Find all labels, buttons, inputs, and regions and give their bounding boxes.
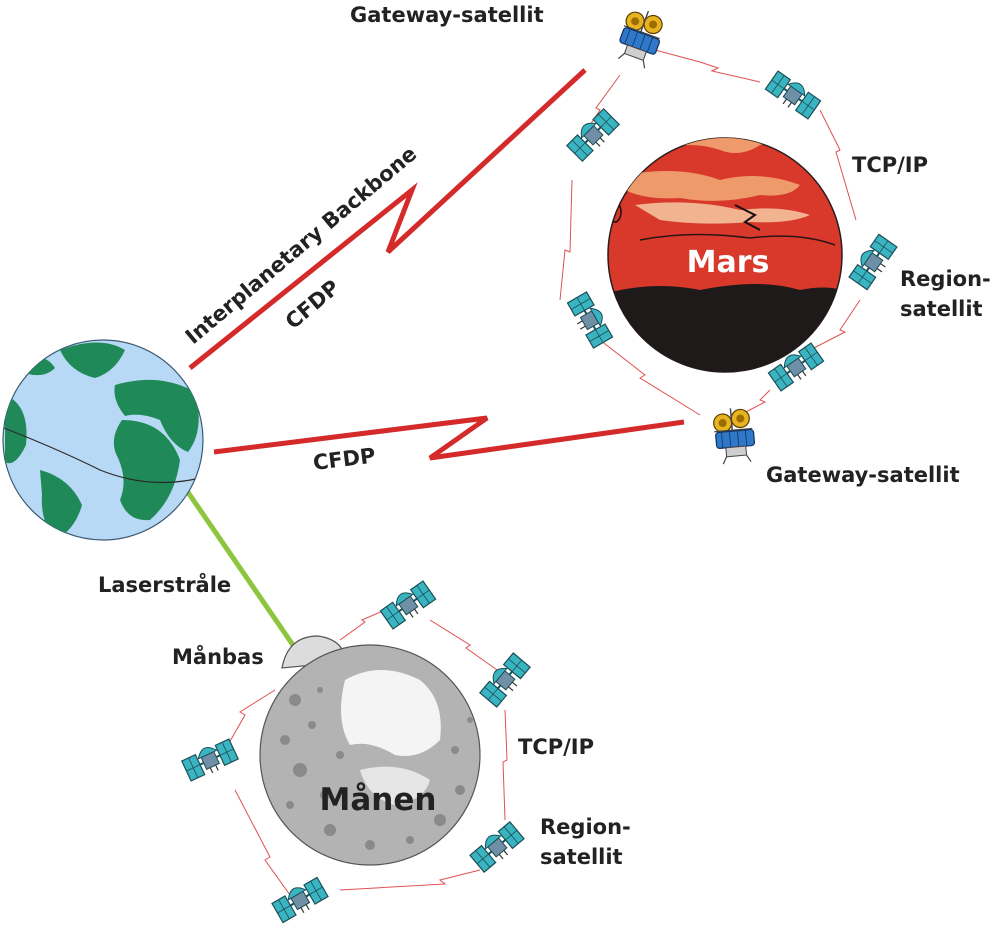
region-mars-label-line2: satellit (900, 297, 983, 321)
satellite-icon (477, 650, 533, 710)
mars-label: Mars (687, 245, 770, 280)
region-moon-label-line1: Region- (540, 815, 631, 839)
laser-label: Laserstråle (98, 572, 231, 597)
gateway-satellite-icon (611, 4, 669, 71)
satellite-icon (763, 68, 823, 122)
gateway-top-label: Gateway-satellit (350, 3, 544, 27)
satellite-icon (269, 874, 331, 926)
satellite-icon (378, 578, 438, 632)
region-mars-label-line1: Region- (900, 267, 991, 291)
satellite-icon (846, 232, 900, 292)
cfdp-backbone-label: CFDP (281, 275, 344, 334)
region-moon-label-line2: satellit (540, 845, 623, 869)
satellite-icon (564, 289, 616, 351)
gateway-bottom-label: Gateway-satellit (766, 463, 960, 487)
cfdp-lower-label: CFDP (312, 444, 377, 475)
satellite-icon (564, 106, 622, 164)
mars: Mars (607, 137, 843, 373)
moon-orbit-links (224, 609, 508, 896)
backbone-link (188, 68, 587, 370)
earth (2, 339, 204, 541)
moon: Månen (259, 635, 481, 866)
moon-label: Månen (320, 782, 437, 818)
gateway-satellite-icon (711, 405, 757, 466)
cfdp-lower-link (213, 415, 685, 461)
moonbase-label: Månbas (172, 644, 264, 669)
mars-orbit-links (559, 49, 861, 416)
satellite-icon (467, 819, 527, 875)
satellite-icon (179, 736, 241, 784)
tcpip-moon-label: TCP/IP (518, 735, 594, 759)
tcpip-mars-label: TCP/IP (852, 153, 928, 177)
